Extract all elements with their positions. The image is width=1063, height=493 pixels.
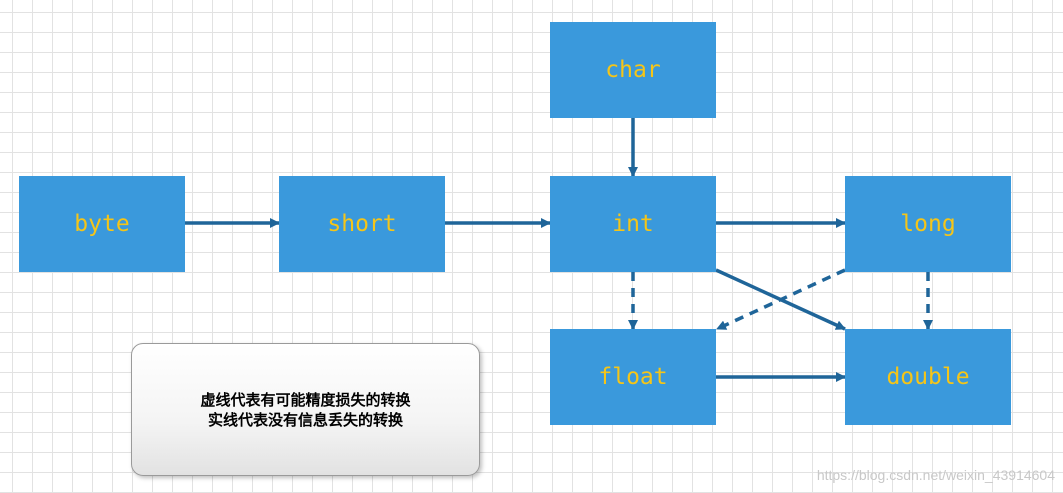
node-double: double <box>845 329 1011 425</box>
legend-solid-text: 实线代表没有信息丢失的转换 <box>207 410 403 429</box>
edge-long-to-float-dashed <box>716 268 846 331</box>
legend-box: 虚线代表有可能精度损失的转换 实线代表没有信息丢失的转换 <box>131 343 480 476</box>
watermark: https://blog.csdn.net/weixin_43914604 <box>816 467 1055 483</box>
node-float: float <box>550 329 716 425</box>
node-char: char <box>550 22 716 118</box>
node-short: short <box>279 176 445 272</box>
legend-dashed-text: 虚线代表有可能精度损失的转换 <box>200 390 411 409</box>
node-int: int <box>550 176 716 272</box>
node-long: long <box>845 176 1011 272</box>
node-byte: byte <box>19 176 185 272</box>
